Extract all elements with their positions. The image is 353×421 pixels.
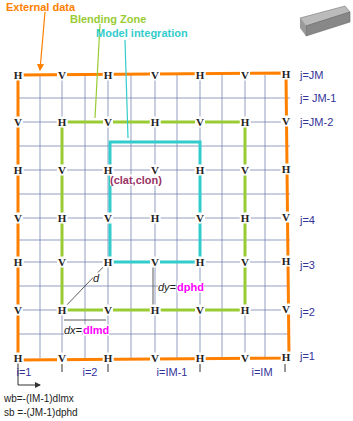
grid-point-letter: H <box>240 305 251 316</box>
grid-point-letter: H <box>195 353 206 364</box>
grid-point-letter: V <box>13 305 23 316</box>
grid-point-letter: V <box>195 213 205 224</box>
grid-point-letter: H <box>13 257 24 268</box>
index-label: j=4 <box>300 215 315 226</box>
grid-point-letter: V <box>240 70 250 81</box>
grid-point-letter: H <box>57 213 68 224</box>
index-label: j=2 <box>300 307 315 318</box>
grid-point-letter: H <box>150 213 161 224</box>
grid-icon <box>300 6 350 36</box>
grid-point-letter: H <box>281 69 292 80</box>
zone-label: Blending Zone <box>70 14 146 25</box>
formula-note: wb=-(IM-1)dlmx <box>4 394 74 404</box>
grid-point-letter: H <box>150 305 161 316</box>
grid-point-letter: V <box>281 116 291 127</box>
index-label: i=2 <box>83 367 98 378</box>
grid-point-letter: V <box>13 117 23 128</box>
zone-label: Model integration <box>96 28 188 39</box>
grid-point-letter: H <box>195 165 206 176</box>
dimension-label: dy= <box>158 282 176 293</box>
grid-point-letter: V <box>240 257 250 268</box>
grid-point-letter: V <box>150 257 160 268</box>
grid-point-letter: H <box>13 353 24 364</box>
grid-point-letter: H <box>281 164 292 175</box>
index-label: j= JM-1 <box>300 93 336 104</box>
grid-point-letter: V <box>150 353 160 364</box>
index-label: j=JM <box>300 70 324 81</box>
grid-point-letter: V <box>195 305 205 316</box>
grid-point-letter: H <box>195 257 206 268</box>
grid-point-letter: V <box>103 305 113 316</box>
grid-point-letter: H <box>103 353 114 364</box>
zone-label: External data <box>6 2 75 13</box>
index-label: i=IM-1 <box>157 367 188 378</box>
grid-point-letter: H <box>281 256 292 267</box>
grid-point-letter: V <box>281 212 291 223</box>
grid-point-letter: V <box>281 304 291 315</box>
grid-point-letter: H <box>13 70 24 81</box>
dimension-label: dx= <box>64 325 82 336</box>
grid-point-letter: V <box>240 353 250 364</box>
grid-point-letter: V <box>195 117 205 128</box>
dimension-label: dlmd <box>83 325 109 336</box>
grid-point-letter: H <box>240 117 251 128</box>
grid-point-letter: V <box>57 257 67 268</box>
grid-point-letter: H <box>240 213 251 224</box>
index-label: i=IM <box>251 367 272 378</box>
grid-point-letter: H <box>13 165 24 176</box>
grid-point-letter: H <box>195 70 206 81</box>
index-label: i=1 <box>17 367 32 378</box>
index-label: j=1 <box>300 351 315 362</box>
grid-point-letter: V <box>103 117 113 128</box>
index-label: j=JM-2 <box>300 117 333 128</box>
grid-point-letter: H <box>103 70 114 81</box>
distance-label: d <box>93 273 99 284</box>
grid-point-letter: V <box>57 165 67 176</box>
coordinate-label: (clat,clon) <box>110 175 162 186</box>
grid-point-letter: V <box>13 213 23 224</box>
grid-point-letter: V <box>57 70 67 81</box>
dimension-label: dphd <box>177 282 204 293</box>
grid-point-letter: V <box>57 353 67 364</box>
grid-point-letter: H <box>150 117 161 128</box>
grid-point-letter: H <box>57 305 68 316</box>
grid-point-letter: H <box>281 352 292 363</box>
grid-point-letter: V <box>240 165 250 176</box>
grid-point-letter: H <box>103 257 114 268</box>
grid-point-letter: V <box>103 213 113 224</box>
grid-point-letter: H <box>57 117 68 128</box>
formula-note: sb =-(JM-1)dphd <box>4 408 78 418</box>
grid-point-letter: V <box>150 70 160 81</box>
index-label: j=3 <box>300 260 315 271</box>
